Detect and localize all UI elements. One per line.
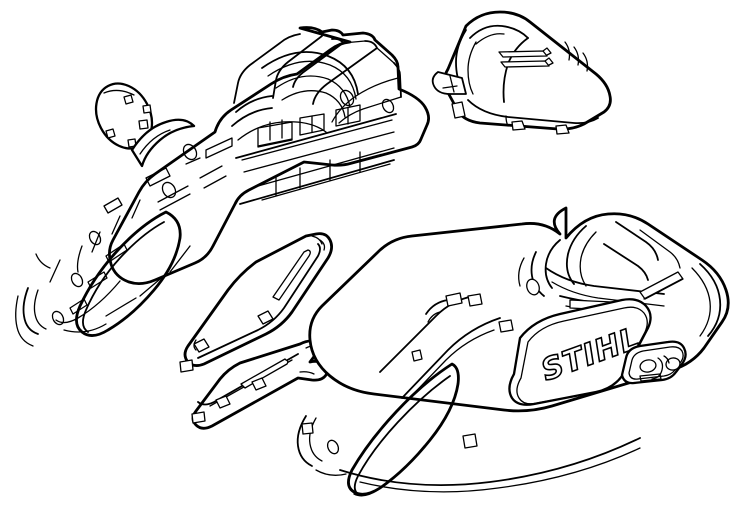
part-left-half-shell xyxy=(15,26,430,347)
brand-badge: STIHL xyxy=(508,298,652,406)
part-right-half-shell: STIHL xyxy=(296,206,730,497)
vent-slot xyxy=(498,47,554,68)
part-control-pad xyxy=(620,340,687,385)
part-oval-cap xyxy=(94,82,154,150)
part-upper-trim-strip xyxy=(179,232,333,373)
part-top-shroud xyxy=(431,10,612,135)
